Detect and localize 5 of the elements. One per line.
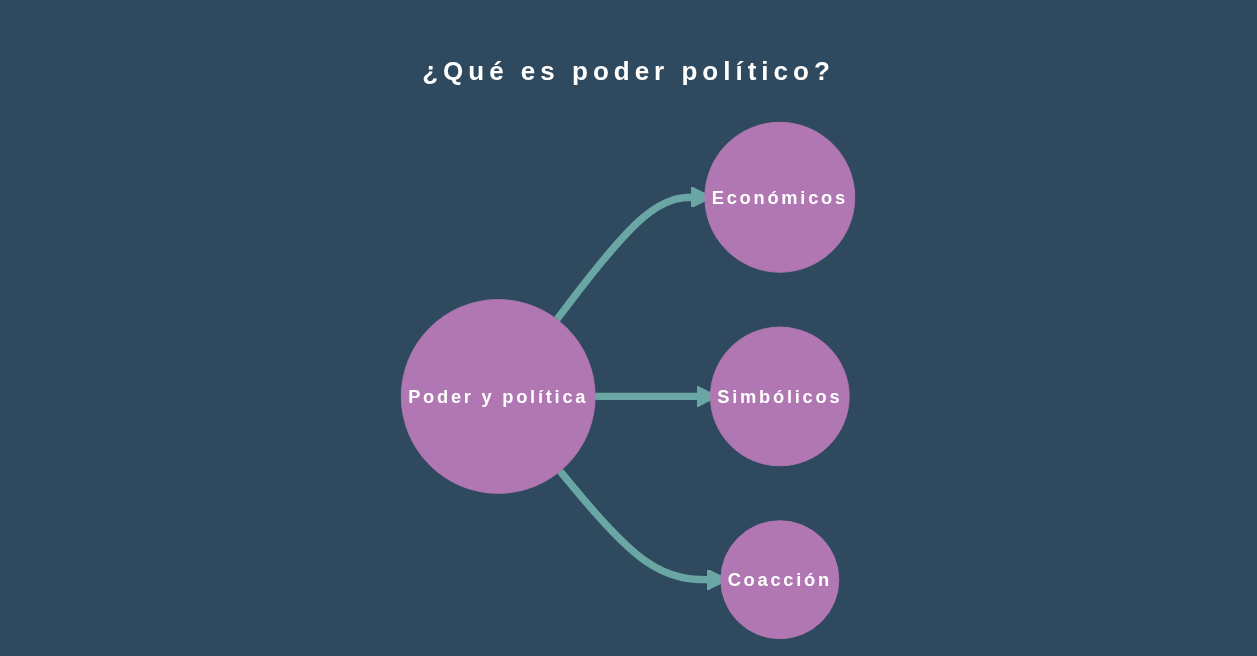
diagram-title: ¿Qué es poder político?: [421, 56, 836, 87]
node-circle: Poder y política: [401, 299, 597, 494]
node-circle: Simbólicos: [710, 326, 851, 467]
node-circle: Coacción: [720, 520, 840, 640]
node-circle: Económicos: [704, 121, 856, 273]
